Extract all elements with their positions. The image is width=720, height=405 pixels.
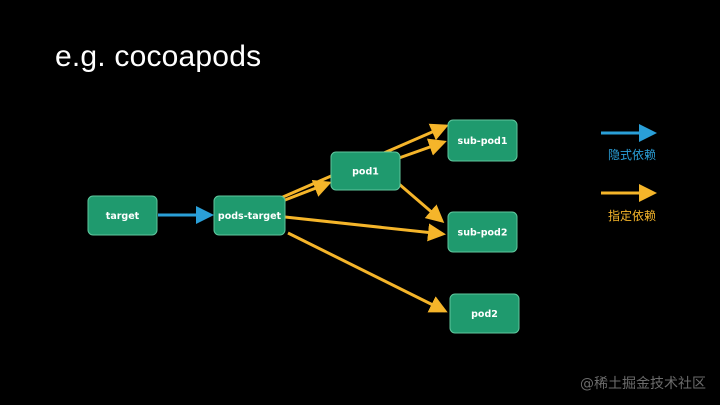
node-pods-target[interactable]: pods-target bbox=[213, 195, 286, 236]
node-pod2[interactable]: pod2 bbox=[449, 293, 520, 334]
edge-pods-target-pod2 bbox=[287, 231, 448, 313]
node-label: sub-pod1 bbox=[458, 136, 508, 147]
node-label: pods-target bbox=[218, 211, 282, 222]
legend-implicit-label: 隐式依赖 bbox=[608, 147, 656, 162]
legend-explicit-label: 指定依赖 bbox=[608, 208, 656, 223]
edge-pod1-sub-pod2 bbox=[398, 182, 445, 223]
node-pod1[interactable]: pod1 bbox=[330, 151, 401, 191]
node-sub-pod2[interactable]: sub-pod2 bbox=[447, 211, 518, 253]
node-label: pod1 bbox=[352, 167, 379, 178]
node-label: sub-pod2 bbox=[458, 228, 508, 239]
edge-pods-target-pod1 bbox=[284, 180, 332, 202]
node-label: target bbox=[106, 211, 140, 222]
node-target[interactable]: target bbox=[87, 195, 158, 236]
edge-pods-target-sub-pod2 bbox=[284, 215, 446, 242]
node-sub-pod1[interactable]: sub-pod1 bbox=[447, 119, 518, 162]
page-title: e.g. cocoapods bbox=[55, 40, 262, 73]
watermark: @稀土掘金技术社区 bbox=[580, 376, 706, 392]
edge-pod1-sub-pod1 bbox=[398, 138, 447, 160]
edges-layer bbox=[158, 123, 449, 313]
node-label: pod2 bbox=[471, 309, 498, 320]
legend: 隐式依赖 指定依赖 bbox=[601, 124, 657, 223]
